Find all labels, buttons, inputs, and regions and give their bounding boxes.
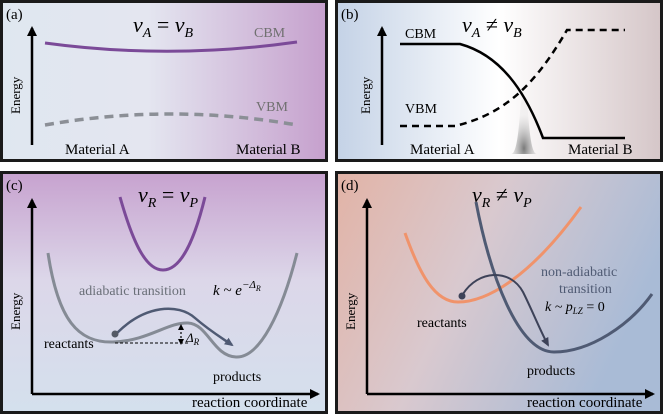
cbm-curve (400, 42, 625, 140)
reactant-marker (111, 330, 119, 338)
panel-a-label: (a) (6, 7, 23, 23)
barrier-height-arrowhead-bottom (178, 339, 184, 345)
interface-peak (511, 97, 537, 154)
reactant-marker (458, 292, 466, 300)
panel-d-title: νR ≠ νP (472, 182, 532, 211)
panel-b: (b) νA ≠ νB Energy CBM VBM Material A Ma… (335, 0, 663, 162)
energy-axis-label: Energy (8, 76, 23, 114)
panel-a: (a) νA = νB Energy CBM VBM Material A Ma… (0, 0, 328, 162)
cbm-label: CBM (405, 27, 437, 42)
ground-surface-curve (46, 252, 299, 359)
panel-d-label: (d) (341, 178, 359, 194)
panel-b-label: (b) (341, 7, 359, 23)
transition-label-line1: non-adiabatic (541, 265, 617, 280)
transition-label: adiabatic transition (79, 284, 186, 299)
material-b-label: Material B (568, 142, 633, 158)
barrier-label: ΔR (185, 330, 200, 347)
panel-c-title: νR = νP (138, 182, 199, 211)
cbm-curve (44, 40, 298, 53)
material-a-label: Material A (410, 142, 475, 158)
panel-d: (d) νR ≠ νP Energy reaction coordinate n… (335, 171, 663, 414)
upper-surface-curve (118, 196, 207, 272)
panel-a-title: νA = νB (133, 12, 194, 41)
panel-c-label: (c) (6, 178, 23, 194)
reactants-label: reactants (417, 316, 467, 331)
reactants-label: reactants (44, 337, 94, 352)
vbm-curve (44, 112, 298, 127)
x-axis-label: reaction coordinate (192, 395, 308, 411)
material-b-label: Material B (236, 142, 301, 158)
x-axis-label: reaction coordinate (527, 395, 643, 411)
vbm-curve (400, 28, 625, 128)
panel-c: (c) νR = νP Energy reaction coordinate a… (0, 171, 328, 414)
products-label: products (527, 364, 575, 379)
barrier-height-arrowhead-top (178, 324, 184, 330)
product-surface-curve (474, 201, 654, 354)
energy-axis-label: Energy (343, 292, 358, 330)
vbm-label: VBM (256, 100, 288, 115)
rate-expression: k ~ e−ΔR (213, 279, 261, 299)
transition-label-line2: transition (559, 282, 612, 297)
material-a-label: Material A (65, 142, 130, 158)
products-label: products (213, 370, 261, 385)
vbm-label: VBM (405, 102, 437, 117)
transition-arrow (462, 274, 549, 347)
rate-expression: k ~ pLZ = 0 (545, 300, 605, 316)
panel-b-title: νA ≠ νB (462, 12, 522, 41)
reactant-surface-curve (403, 206, 583, 304)
energy-axis-label: Energy (358, 76, 373, 114)
energy-axis-label: Energy (8, 292, 23, 330)
cbm-label: CBM (254, 26, 286, 41)
transition-arrow (116, 307, 234, 347)
